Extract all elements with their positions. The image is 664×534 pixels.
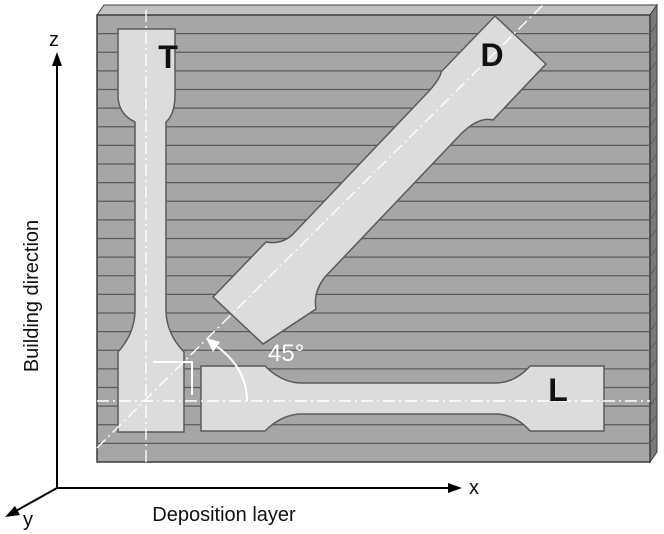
layer-line-side xyxy=(649,172,658,183)
specimen-d-label: D xyxy=(480,37,503,73)
center-line-d xyxy=(96,0,549,449)
layer-line-side xyxy=(649,377,658,388)
layer-line-side xyxy=(649,228,658,239)
layer-line-side xyxy=(649,284,658,295)
layer-line-side xyxy=(649,60,658,72)
layer-line-side xyxy=(649,23,658,34)
z-axis-arrowhead xyxy=(52,52,62,66)
layer-line-side xyxy=(649,265,658,277)
layer-line-side xyxy=(649,190,658,202)
layer-line-side xyxy=(649,41,658,53)
specimen-t-label: T xyxy=(158,39,178,75)
layer-line-side xyxy=(649,209,658,221)
angle-arc xyxy=(211,342,248,402)
z-axis-label: z xyxy=(49,29,59,51)
layer-line-side xyxy=(649,414,658,426)
layer-line-side xyxy=(649,116,658,128)
layer-line-side xyxy=(649,358,658,370)
layer-line-side xyxy=(649,433,658,444)
y-axis-label: y xyxy=(23,509,33,531)
block-top-face xyxy=(96,4,658,16)
deposition-layer-label: Deposition layer xyxy=(152,504,296,526)
building-direction-label: Building direction xyxy=(21,220,43,372)
layer-line-side xyxy=(649,97,658,109)
layer-line-side xyxy=(649,321,658,332)
layer-line-side xyxy=(649,79,658,90)
angle-arc-arrowhead xyxy=(206,338,220,352)
x-axis-arrowhead xyxy=(448,483,462,493)
specimen-l xyxy=(200,365,605,432)
layer-line-side xyxy=(649,395,658,407)
angle-label: 45° xyxy=(268,340,304,367)
layer-line-side xyxy=(649,339,658,351)
layer-line-side xyxy=(649,302,658,314)
specimen-l-label: L xyxy=(548,372,568,408)
layer-line-side xyxy=(649,246,658,258)
center-lines xyxy=(96,0,650,466)
specimen-d xyxy=(211,14,548,345)
origin-corner-marker xyxy=(153,361,193,395)
coordinate-axes xyxy=(5,52,462,517)
layer-line-side xyxy=(649,135,658,146)
y-axis xyxy=(13,487,58,513)
layer-line-side xyxy=(649,153,658,165)
specimen-t xyxy=(117,28,185,433)
y-axis-arrowhead xyxy=(5,506,20,517)
x-axis-label: x xyxy=(469,477,479,499)
